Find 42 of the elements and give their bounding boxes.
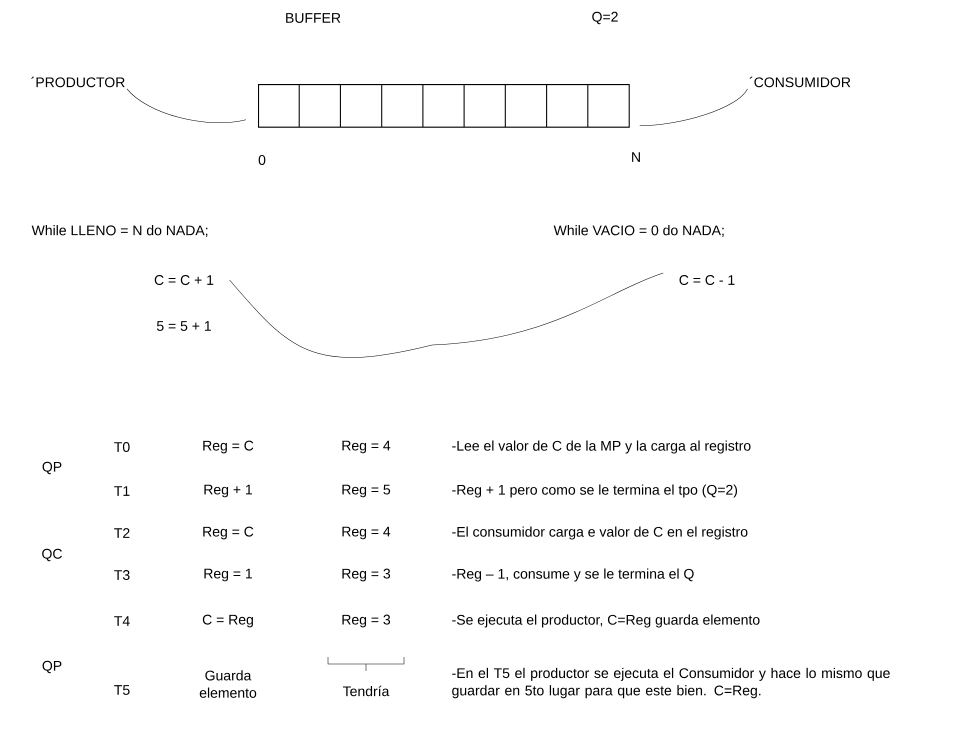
heading: BUFFER <box>286 13 340 23</box>
code-text: While VACIO = 0 do NADA; <box>554 225 724 237</box>
row-group-label: QP <box>42 462 62 474</box>
table-text: Reg = 1 <box>204 568 252 582</box>
index-label: N <box>632 152 640 162</box>
table-text: Reg = 3 <box>342 568 390 582</box>
table-text: Reg = C <box>203 526 254 540</box>
table-text: -Reg – 1, consume y se le termina el Q <box>452 568 694 582</box>
table-text: T5 <box>114 685 130 695</box>
table-text: Reg = C <box>203 440 254 454</box>
parameter-text: Q=2 <box>592 12 618 24</box>
table-text: -Reg + 1 pero como se le termina el tpo (Q=2) <box>452 484 738 498</box>
node-text: C = C + 1 <box>154 275 214 285</box>
table-text: -El consumidor carga e valor de C en el registro <box>452 526 748 540</box>
code-text: 5 = 5 + 1 <box>156 321 211 331</box>
table-text: Tendría <box>342 686 390 696</box>
table-text: -En el T5 el productor se ejecuta el Consumidor y hace lo mismo que guardar en 5to lugar para que este bien. C=Reg. <box>452 668 890 698</box>
table-text: T0 <box>114 442 130 452</box>
table-text: Reg = 5 <box>342 484 390 498</box>
index-label: 0 <box>258 155 266 165</box>
table-text: -Lee el valor de C de la MP y la carga al registro <box>452 440 751 454</box>
curved-line <box>639 88 748 126</box>
table-text: Reg = 4 <box>342 440 390 454</box>
row-group-label: QP <box>42 660 62 674</box>
table-text: Reg = 3 <box>342 614 390 628</box>
node-text: ´CONSUMIDOR <box>750 76 850 88</box>
table-text: C = Reg <box>202 614 253 628</box>
node-text: C = C - 1 <box>680 275 734 285</box>
table-text: T1 <box>114 486 130 496</box>
node-text: ´PRODUCTOR <box>31 76 125 88</box>
row-group-label: QC <box>42 548 62 562</box>
table-text: Reg = 4 <box>342 526 390 540</box>
table-text: T4 <box>114 616 130 626</box>
table-text: -Se ejecuta el productor, C=Reg guarda elemento <box>452 614 760 628</box>
table-text: Reg + 1 <box>204 484 252 498</box>
table-text: Guarda elemento <box>200 670 256 698</box>
code-text: While LLENO = N do NADA; <box>32 225 208 237</box>
curved-line <box>229 272 664 358</box>
table-text: T3 <box>114 570 130 580</box>
buffer-box <box>258 84 630 128</box>
curved-line <box>126 88 246 123</box>
table-text: T2 <box>114 528 130 538</box>
